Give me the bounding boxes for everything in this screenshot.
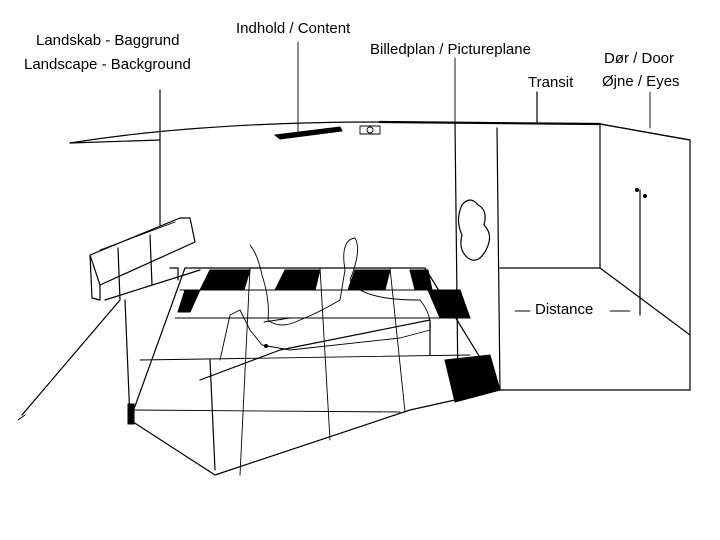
landscape-box xyxy=(18,218,200,424)
label-transit: Transit xyxy=(528,75,573,90)
label-landscape-da: Landskab - Baggrund xyxy=(36,33,179,48)
label-eyes: Øjne / Eyes xyxy=(602,74,680,89)
label-distance: Distance xyxy=(535,302,593,317)
label-pictureplane: Billedplan / Pictureplane xyxy=(370,42,531,57)
right-room xyxy=(500,124,690,390)
label-landscape-en: Landscape - Background xyxy=(24,57,191,72)
ceiling-hatch xyxy=(275,126,380,139)
label-content: Indhold / Content xyxy=(236,21,350,36)
label-door: Dør / Door xyxy=(604,51,674,66)
picture-plane-wall xyxy=(455,122,500,390)
